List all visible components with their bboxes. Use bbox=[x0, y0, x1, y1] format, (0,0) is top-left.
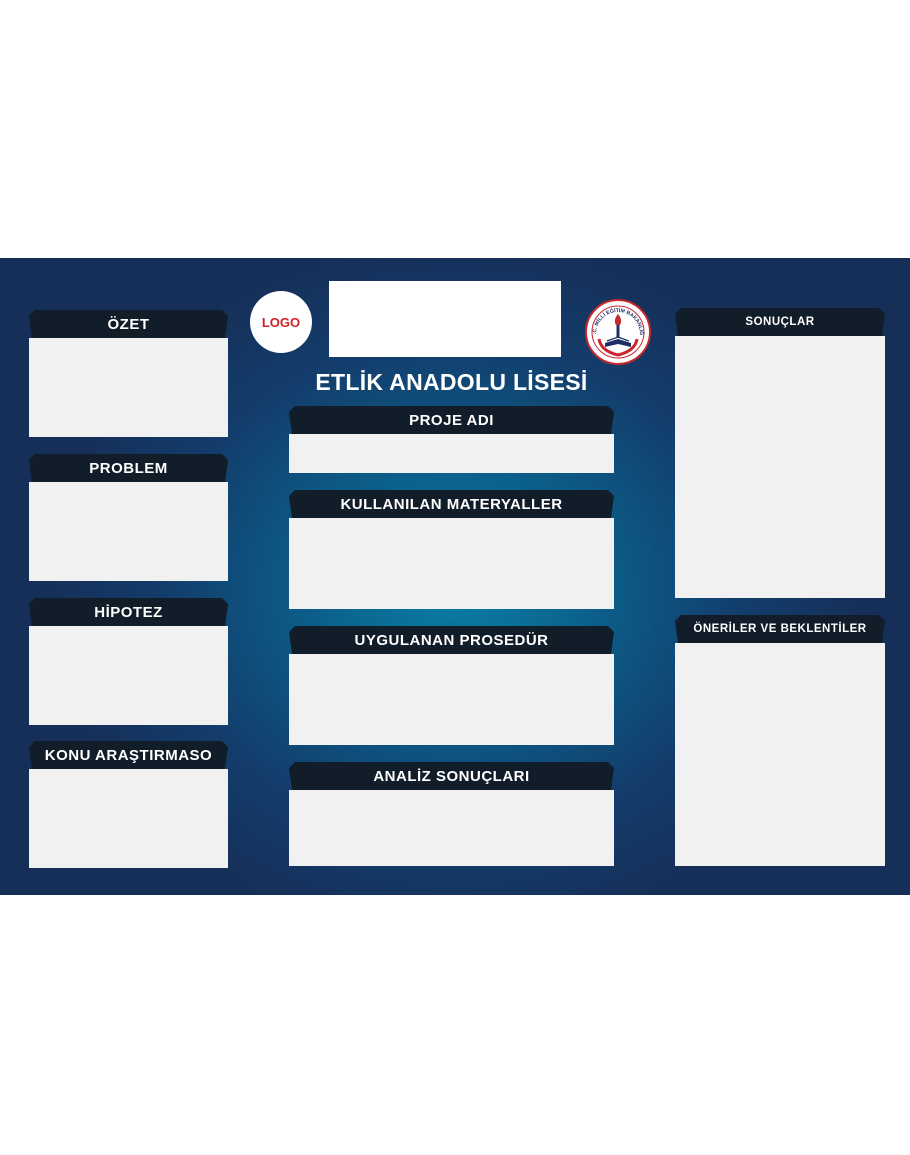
panel-title: SONUÇLAR bbox=[675, 308, 885, 336]
panel-title: ÖZET bbox=[29, 310, 228, 338]
panel-title: UYGULANAN PROSEDÜR bbox=[289, 626, 614, 654]
panel-title: KONU ARAŞTIRMASO bbox=[29, 741, 228, 769]
panel-title: PROJE ADI bbox=[289, 406, 614, 434]
panel-body bbox=[29, 482, 228, 581]
panel-title: ÖNERİLER VE BEKLENTİLER bbox=[675, 615, 885, 643]
panel-body bbox=[29, 338, 228, 437]
panel-title: KULLANILAN MATERYALLER bbox=[289, 490, 614, 518]
logo-label: LOGO bbox=[261, 314, 301, 330]
panel-body bbox=[289, 790, 614, 866]
panel-hipotez: HİPOTEZ bbox=[29, 598, 228, 725]
panel-proje-adi: PROJE ADI bbox=[289, 406, 614, 473]
panel-title: HİPOTEZ bbox=[29, 598, 228, 626]
panel-problem: PROBLEM bbox=[29, 454, 228, 581]
panel-ozet: ÖZET bbox=[29, 310, 228, 437]
ministry-seal-icon: T.C. MİLLİ EĞİTİM BAKANLIĞI bbox=[585, 299, 651, 365]
panel-body bbox=[675, 336, 885, 598]
panel-title: ANALİZ SONUÇLARI bbox=[289, 762, 614, 790]
panel-oneriler-ve-beklentiler: ÖNERİLER VE BEKLENTİLER bbox=[675, 615, 885, 866]
panel-konu-arastirmasi: KONU ARAŞTIRMASO bbox=[29, 741, 228, 868]
panel-title: PROBLEM bbox=[29, 454, 228, 482]
title-box bbox=[329, 281, 561, 357]
panel-body bbox=[675, 643, 885, 866]
school-logo-placeholder: LOGO bbox=[250, 291, 312, 353]
panel-body bbox=[289, 434, 614, 473]
poster-board: ÖZET PROBLEM HİPOTEZ KONU ARAŞTIRMASO LO… bbox=[0, 258, 910, 895]
panel-uygulanan-prosedur: UYGULANAN PROSEDÜR bbox=[289, 626, 614, 745]
panel-analiz-sonuclari: ANALİZ SONUÇLARI bbox=[289, 762, 614, 866]
school-name: ETLİK ANADOLU LİSESİ bbox=[315, 369, 588, 395]
panel-body bbox=[289, 518, 614, 609]
panel-body bbox=[29, 626, 228, 725]
panel-body bbox=[29, 769, 228, 868]
panel-kullanilan-materyaller: KULLANILAN MATERYALLER bbox=[289, 490, 614, 609]
panel-body bbox=[289, 654, 614, 745]
panel-sonuclar: SONUÇLAR bbox=[675, 308, 885, 598]
